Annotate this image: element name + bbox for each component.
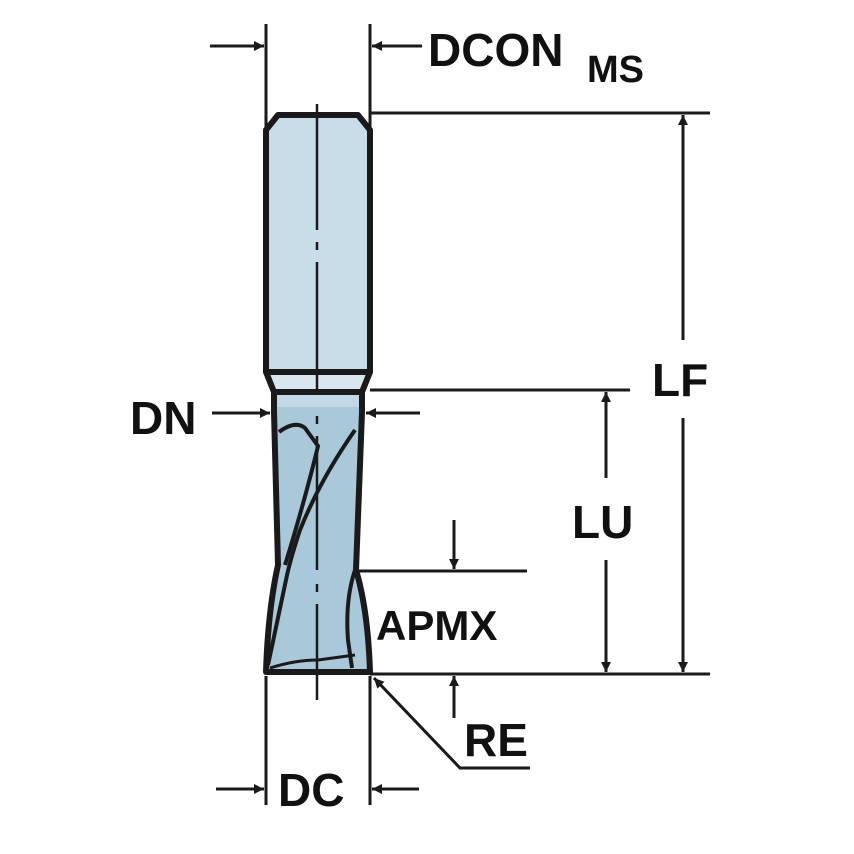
flute-helix-2 [266,428,357,666]
label-dcon: DCON [428,24,563,76]
tool-body [263,104,373,700]
label-re: RE [464,714,528,766]
flute-top-highlight [277,395,359,407]
flute-helix-3 [345,569,357,669]
label-dn: DN [130,392,196,444]
label-lu: LU [572,496,633,548]
label-dc: DC [278,764,344,816]
label-dcon-subscript: MS [587,49,644,91]
label-apmx: APMX [376,602,497,649]
dimensions [210,24,710,805]
label-lf: LF [652,354,708,406]
